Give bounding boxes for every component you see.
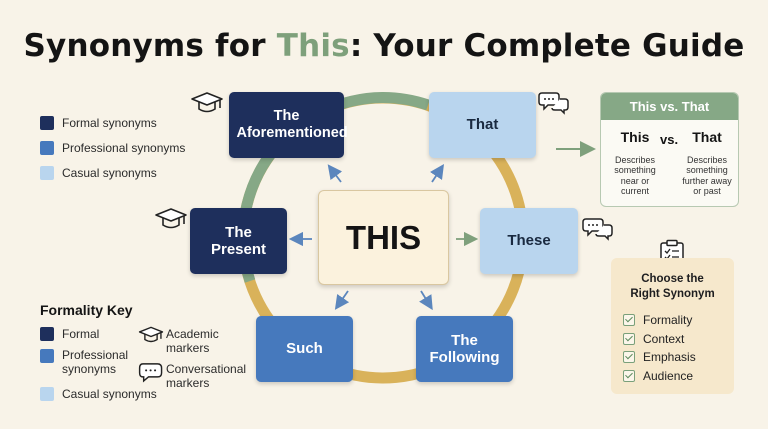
key-label-conversational: Conversational markers bbox=[166, 362, 247, 391]
comparison-right-word: That bbox=[692, 129, 722, 145]
checkbox-icon bbox=[623, 370, 635, 382]
speech-bubble-icon bbox=[138, 363, 163, 383]
synonym-box-aforementioned: The Aforementioned bbox=[229, 92, 348, 158]
checklist-item-emphasis: Emphasis bbox=[623, 350, 696, 364]
legend-label-professional: Professional synonyms bbox=[62, 141, 186, 155]
synonym-label-these: These bbox=[507, 232, 551, 250]
checklist-label: Formality bbox=[643, 313, 693, 327]
checklist-label: Context bbox=[643, 332, 685, 346]
page-title: Synonyms for This: Your Complete Guide bbox=[0, 28, 768, 64]
key-swatch-professional bbox=[40, 349, 54, 363]
checkbox-icon bbox=[623, 333, 635, 345]
legend-item-professional: Professional synonyms bbox=[40, 141, 185, 155]
legend-label-casual: Casual synonyms bbox=[62, 166, 157, 180]
synonym-label-following: The Following bbox=[429, 331, 500, 366]
comparison-right-desc: Describes something further away or past bbox=[682, 155, 732, 197]
checklist-item-audience: Audience bbox=[623, 369, 693, 383]
synonym-box-these: These bbox=[480, 208, 578, 274]
legend-item-casual: Casual synonyms bbox=[40, 166, 157, 180]
comparison-panel: This vs. That This Describes something n… bbox=[600, 92, 739, 207]
speech-bubbles-icon bbox=[582, 218, 613, 241]
center-word-box: THIS bbox=[318, 190, 449, 285]
comparison-left-word: This bbox=[620, 129, 650, 145]
title-before: Synonyms for bbox=[23, 28, 277, 64]
key-item-casual: Casual synonyms bbox=[40, 387, 157, 402]
legend-swatch-casual bbox=[40, 166, 54, 180]
arrow-to-such bbox=[334, 290, 350, 310]
title-highlight: This bbox=[276, 28, 350, 64]
key-item-formal: Formal bbox=[40, 327, 100, 342]
checklist-item-formality: Formality bbox=[623, 313, 692, 327]
graduation-cap-icon bbox=[155, 208, 187, 229]
graduation-cap-icon bbox=[191, 92, 223, 113]
key-item-professional: Professional synonyms bbox=[40, 348, 140, 377]
arrow-to-that bbox=[430, 164, 444, 183]
choose-synonym-panel: Choose the Right Synonym Formality Conte… bbox=[611, 258, 734, 394]
synonym-box-such: Such bbox=[256, 316, 353, 382]
checklist-item-context: Context bbox=[623, 332, 684, 346]
comparison-vs: vs. bbox=[660, 132, 679, 147]
synonym-label-such: Such bbox=[286, 340, 323, 358]
key-swatch-formal bbox=[40, 327, 54, 342]
key-swatch-casual bbox=[40, 387, 54, 402]
legend-label-formal: Formal synonyms bbox=[62, 116, 157, 130]
comparison-title: This vs. That bbox=[601, 93, 738, 120]
key-label-academic: Academic markers bbox=[166, 327, 219, 356]
comparison-left-desc: Describes something near or current bbox=[614, 155, 656, 197]
key-label-formal: Formal bbox=[62, 327, 100, 341]
title-after: : Your Complete Guide bbox=[349, 28, 745, 64]
key-label-professional: Professional synonyms bbox=[62, 348, 129, 377]
legend-swatch-professional bbox=[40, 141, 54, 155]
legend-swatch-formal bbox=[40, 116, 54, 130]
center-word: THIS bbox=[345, 218, 422, 256]
synonym-box-present: The Present bbox=[190, 208, 287, 274]
checkbox-icon bbox=[623, 314, 635, 326]
comparison-right: That Describes something further away or… bbox=[679, 129, 735, 196]
synonym-label-that: That bbox=[466, 116, 499, 134]
speech-bubbles-icon bbox=[538, 92, 569, 115]
comparison-left: This Describes something near or current bbox=[609, 129, 661, 196]
synonym-box-following: The Following bbox=[416, 316, 513, 382]
graduation-cap-icon bbox=[138, 326, 164, 343]
choose-title: Choose the Right Synonym bbox=[611, 272, 734, 302]
checklist-label: Emphasis bbox=[643, 350, 696, 364]
arrow-to-aforementioned bbox=[327, 164, 343, 183]
synonym-label-present: The Present bbox=[210, 223, 267, 258]
synonym-box-that: That bbox=[429, 92, 536, 158]
legend-item-formal: Formal synonyms bbox=[40, 116, 157, 130]
key-label-casual: Casual synonyms bbox=[62, 387, 157, 401]
choose-title-line2: Right Synonym bbox=[630, 287, 715, 300]
choose-title-line1: Choose the bbox=[641, 273, 704, 285]
arrow-to-following bbox=[419, 290, 433, 311]
checklist-label: Audience bbox=[643, 369, 694, 383]
formality-key-title: Formality Key bbox=[40, 302, 133, 318]
checkbox-icon bbox=[623, 351, 635, 363]
synonym-label-aforementioned: The Aforementioned bbox=[236, 108, 348, 141]
